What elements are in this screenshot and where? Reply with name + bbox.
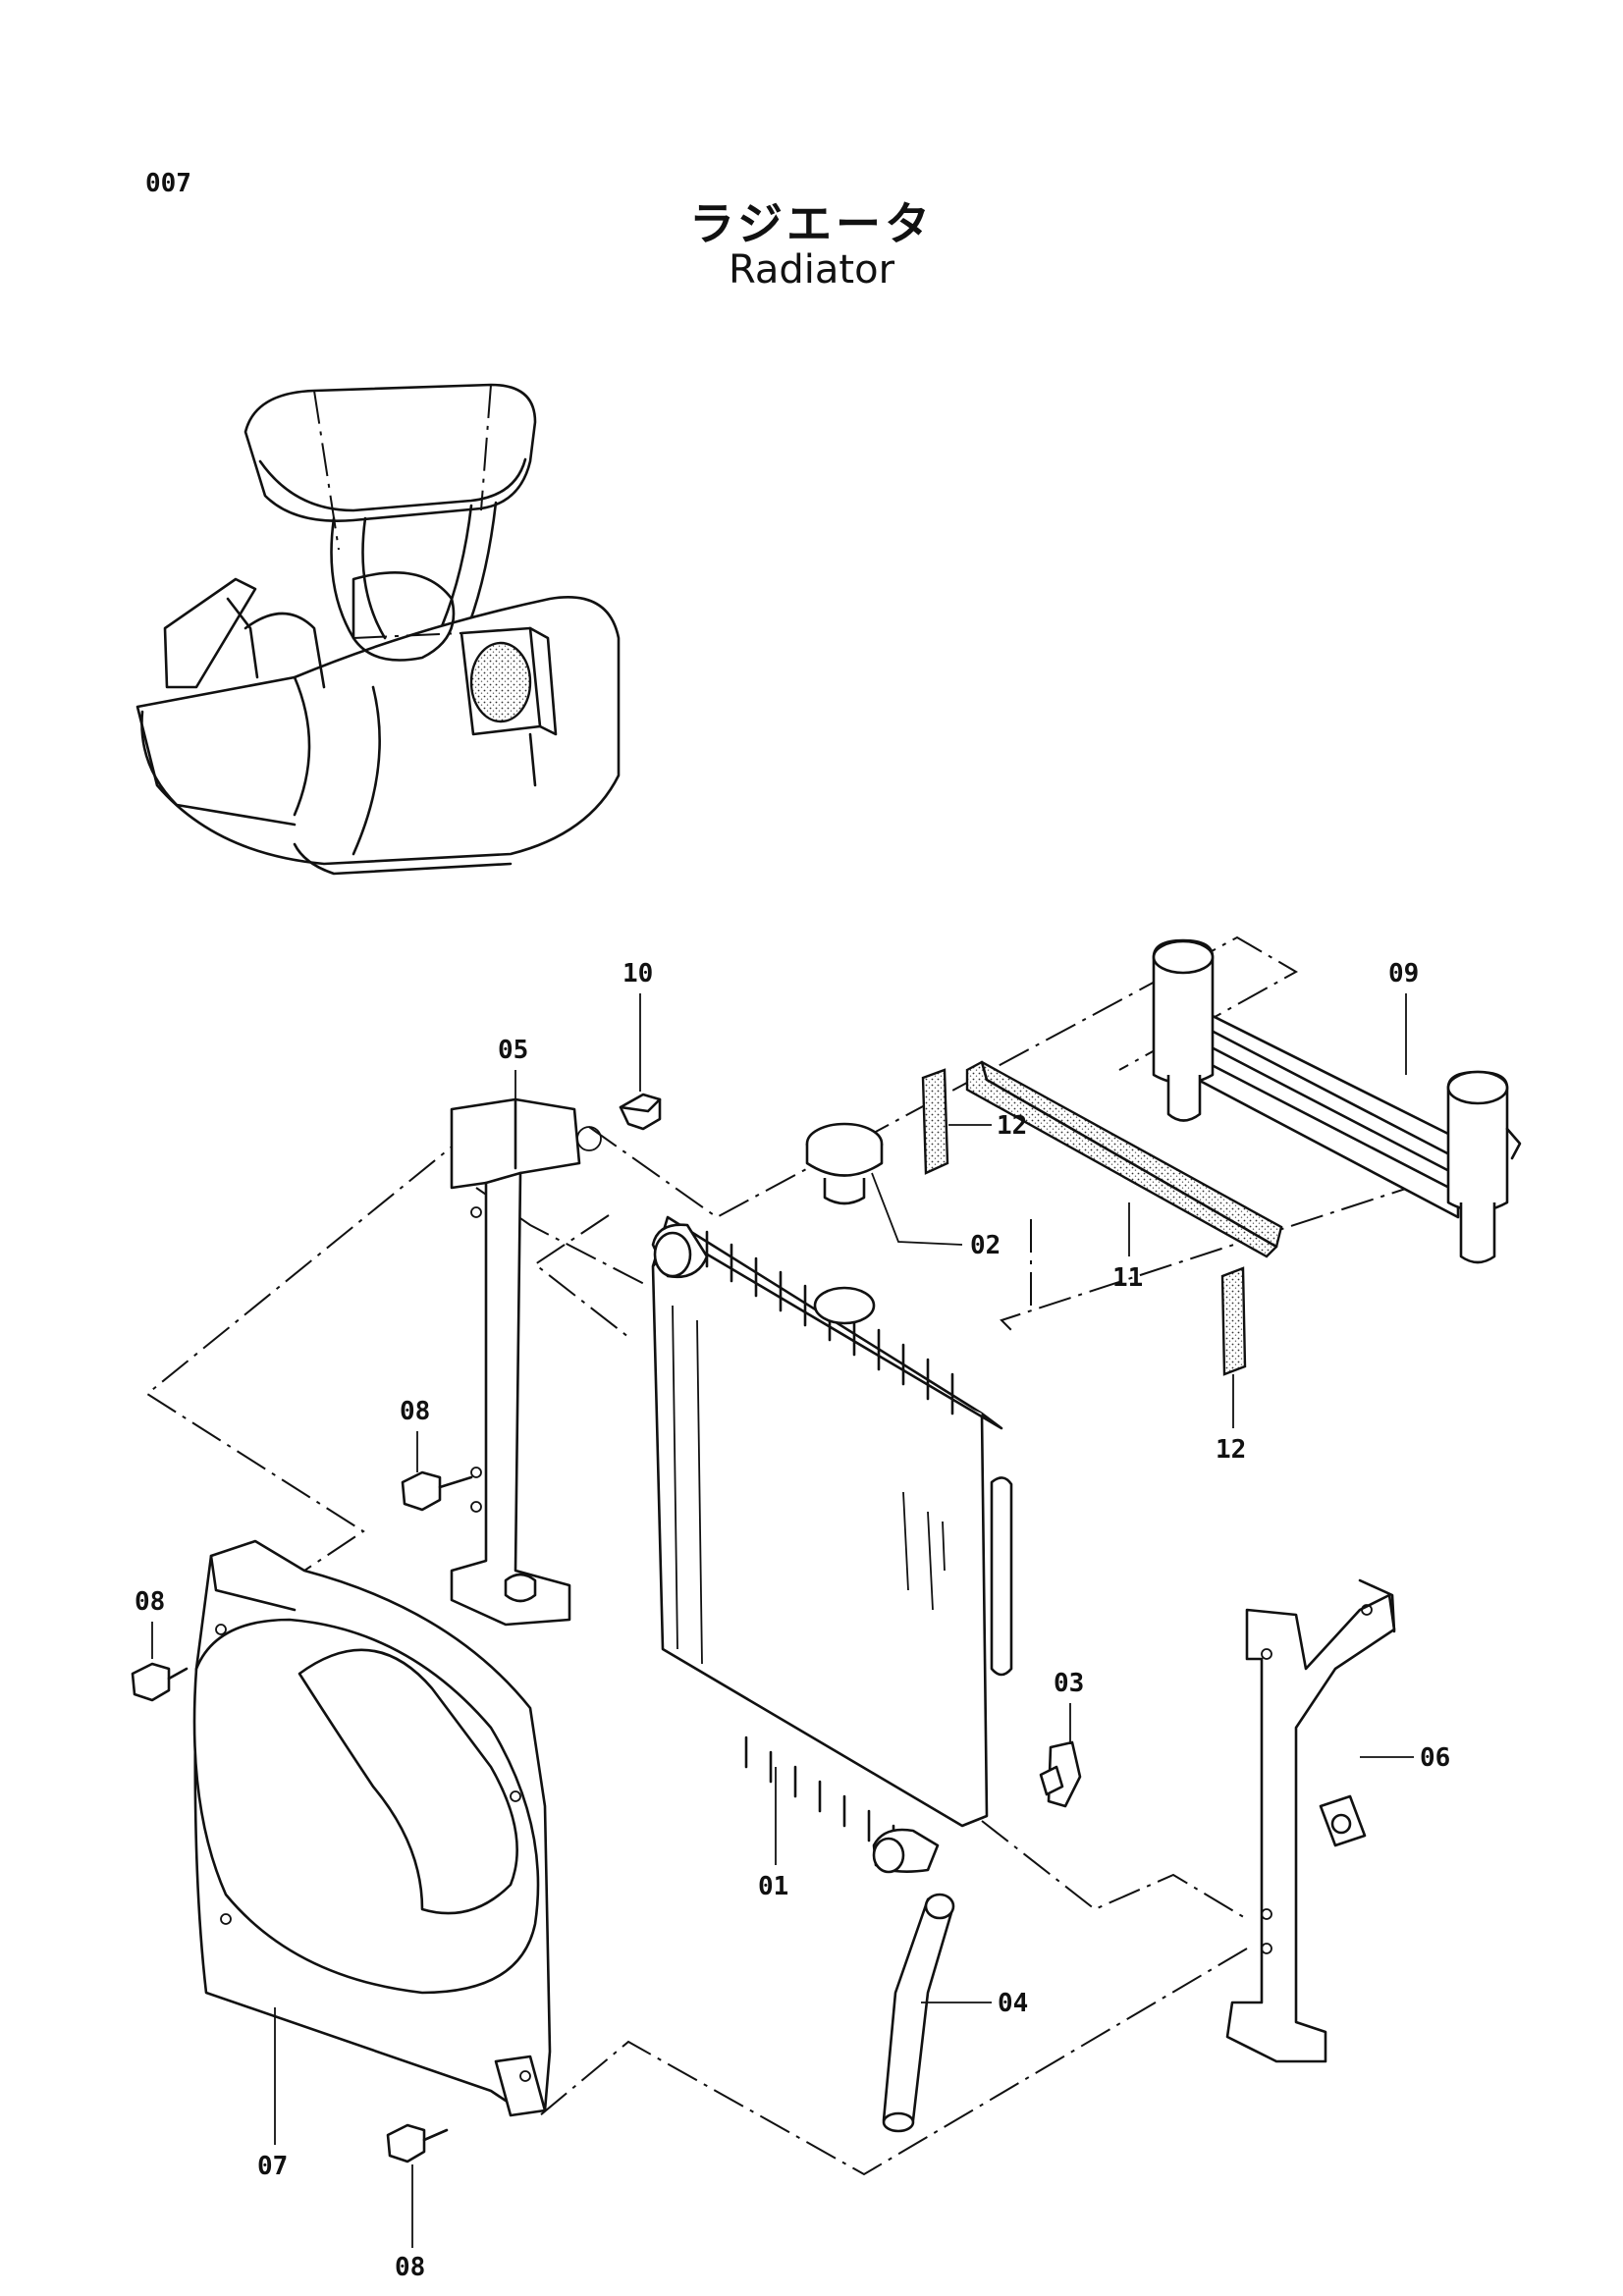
hose-04 — [882, 1893, 955, 2133]
bolt-08-b — [131, 1662, 189, 1702]
part-label-01: 01 — [758, 1872, 788, 1901]
machine-overview-illustration — [135, 383, 621, 876]
seal-12-lower — [1220, 1266, 1247, 1376]
part-label-08-a: 08 — [400, 1397, 430, 1426]
radiator-cap-02 — [805, 1122, 884, 1205]
part-label-03: 03 — [1054, 1669, 1084, 1698]
bracket-right-06 — [1225, 1578, 1396, 2063]
bolt-10 — [619, 1093, 662, 1131]
part-label-04: 04 — [998, 1989, 1028, 2018]
part-label-09: 09 — [1388, 959, 1419, 988]
bracket-left-05 — [450, 1097, 602, 1627]
bolt-08-a — [401, 1470, 473, 1512]
diagram-title-japanese: ラジエータ — [688, 197, 935, 250]
diagram-title-english: Radiator — [728, 247, 895, 293]
part-label-06: 06 — [1420, 1743, 1450, 1773]
seal-11 — [965, 1060, 1283, 1258]
part-label-07: 07 — [257, 2152, 288, 2181]
part-label-08-c: 08 — [395, 2253, 425, 2282]
part-label-11: 11 — [1112, 1263, 1143, 1293]
part-label-08-b: 08 — [135, 1587, 165, 1617]
page-number: 007 — [145, 169, 191, 198]
drain-cock-03 — [1039, 1740, 1082, 1808]
seal-12-upper — [921, 1068, 949, 1175]
part-labels: 10 05 09 12 02 11 12 08 08 03 06 01 04 0… — [135, 959, 1450, 2282]
part-label-02: 02 — [970, 1231, 1001, 1260]
leader-lines — [151, 993, 1414, 2248]
radiator-01 — [651, 1215, 1013, 1874]
fan-shroud-07 — [192, 1539, 552, 2117]
part-label-12-lower: 12 — [1216, 1435, 1246, 1465]
part-label-05: 05 — [498, 1036, 528, 1065]
oil-cooler-09 — [1152, 938, 1522, 1264]
bolt-08-c — [386, 2123, 449, 2163]
part-label-10: 10 — [622, 959, 653, 988]
part-label-12-upper: 12 — [997, 1111, 1027, 1141]
